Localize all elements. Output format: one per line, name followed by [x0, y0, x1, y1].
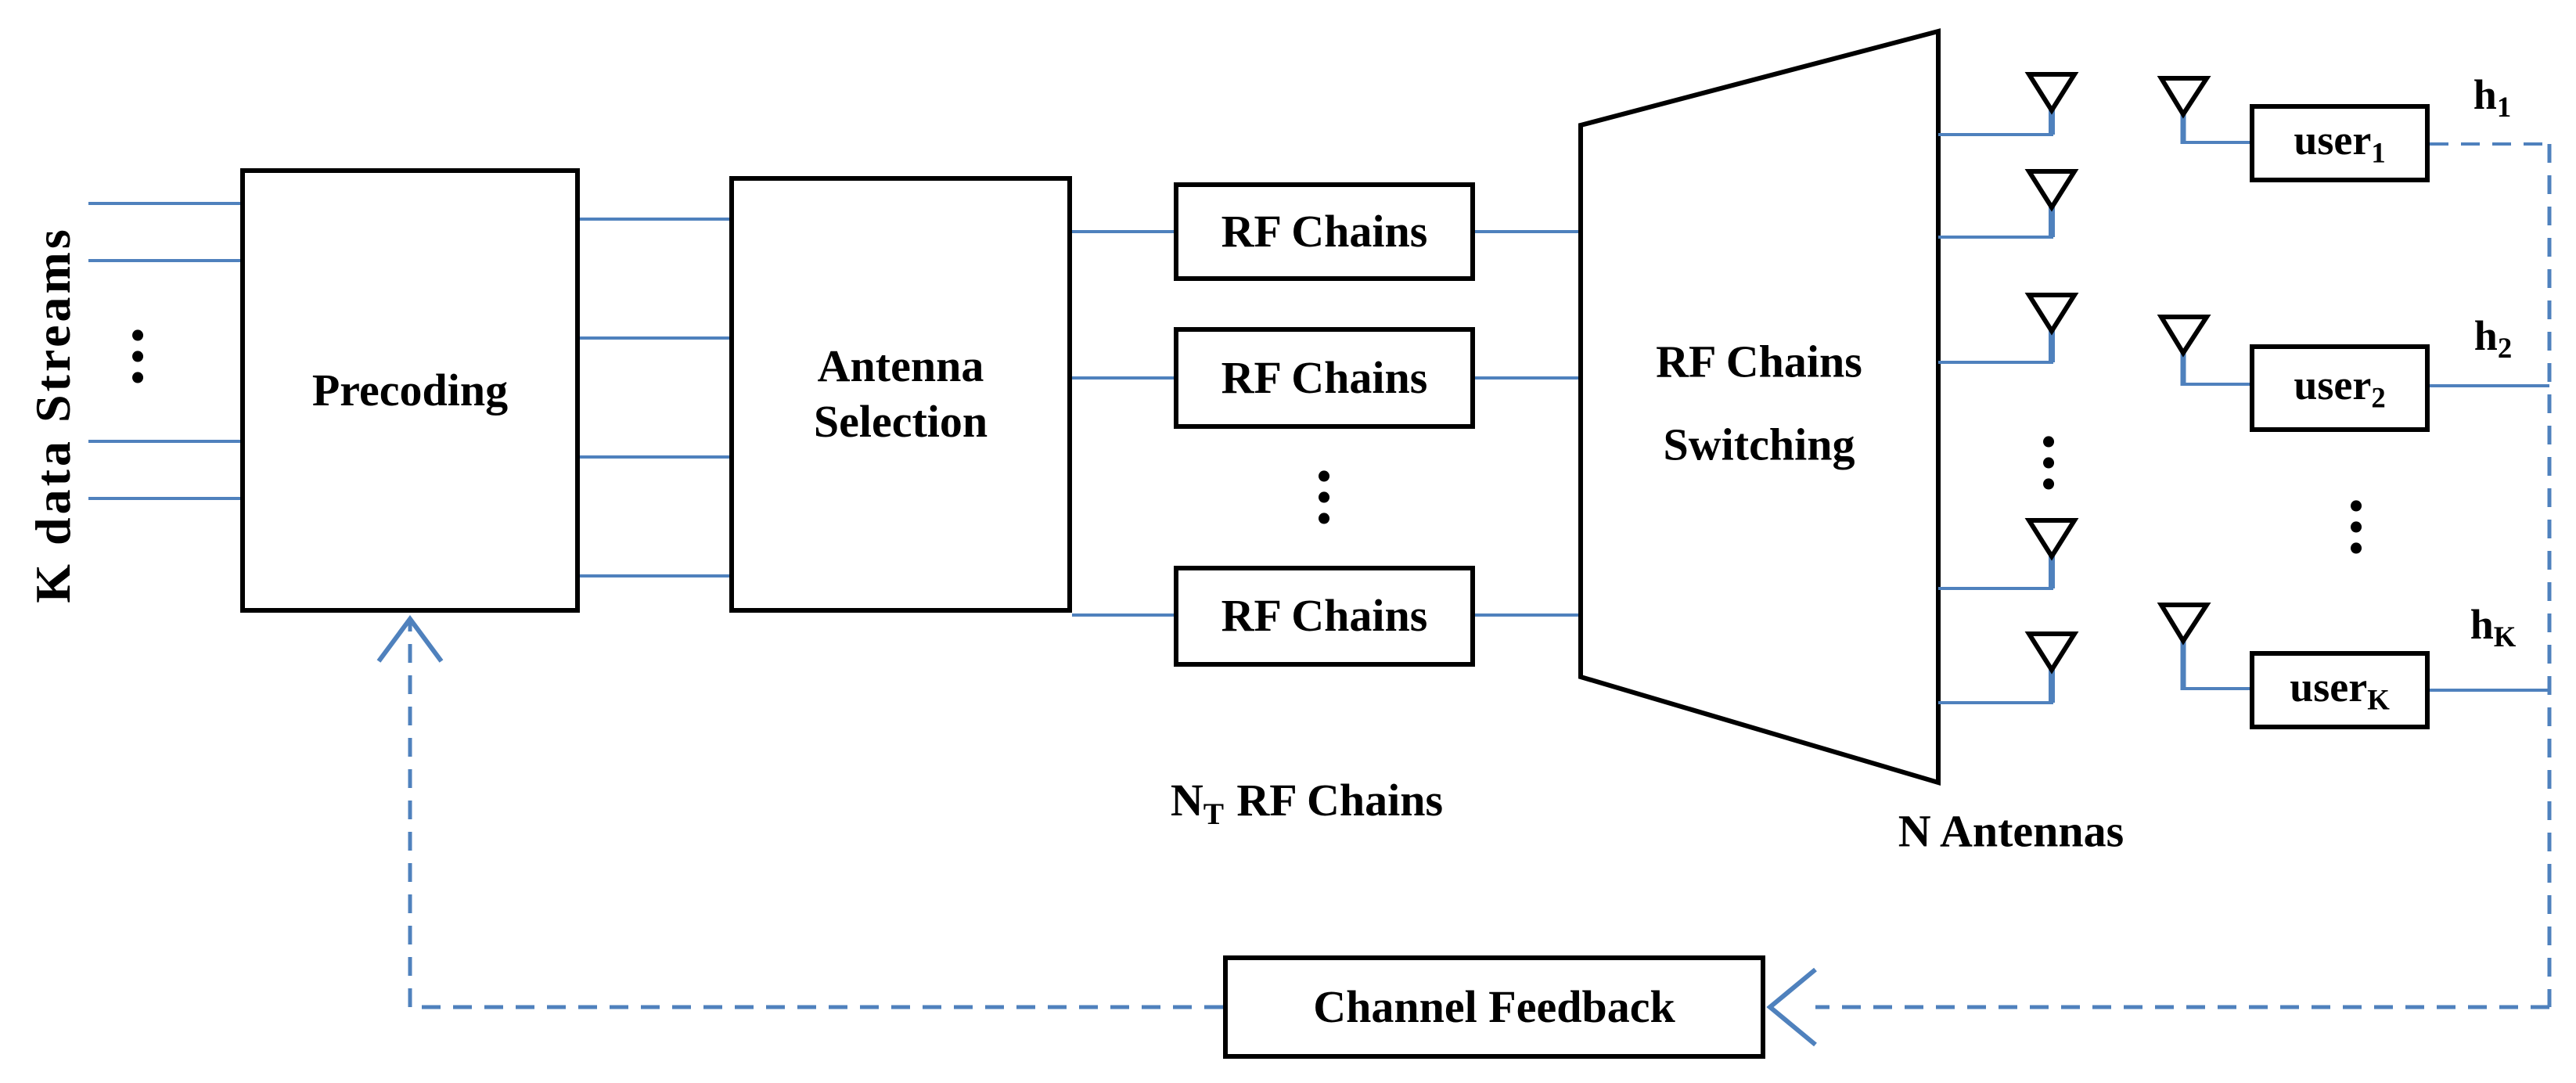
user1-block: user1 [2250, 104, 2430, 182]
user-antenna-icon-3 [2157, 603, 2250, 690]
user1-label: user1 [2294, 117, 2386, 169]
user2-label: user2 [2294, 362, 2386, 414]
antennas-ellipsis: • • • [2038, 425, 2059, 504]
n-antennas-caption: N Antennas [1898, 805, 2124, 857]
tx-antenna-icon-2 [2024, 169, 2079, 237]
tx-antenna-icon-5 [2024, 631, 2079, 703]
rf-chain-label-2: RF Chains [1221, 351, 1428, 403]
rf-chain-label-1: RF Chains [1221, 205, 1428, 257]
tx-antenna-icon-3 [2024, 293, 2079, 362]
rf-chain-block-3: RF Chains [1174, 566, 1475, 667]
users-ellipsis: • • • [2346, 489, 2366, 568]
tx-antenna-icon-1 [2024, 72, 2079, 135]
h2-channel-label: h2 [2473, 311, 2513, 365]
tx-antenna-icon-4 [2024, 518, 2079, 588]
hK-channel-label: hK [2470, 600, 2517, 653]
nt-rf-chains-caption: NT RF Chains [1171, 774, 1443, 832]
antenna-selection-label-line1: Antenna [817, 340, 984, 392]
feedback-arrowhead-into-precoding [376, 614, 444, 663]
h1-channel-label: h1 [2473, 70, 2512, 124]
user2-block: user2 [2250, 344, 2430, 432]
precoding-label: Precoding [311, 364, 509, 416]
k-data-streams-label: K data Streams [25, 226, 81, 603]
nt-base: N [1170, 774, 1203, 826]
rf-chains-ellipsis: • • • [1314, 459, 1334, 538]
nt-subscript: T [1203, 797, 1225, 832]
precoding-block: Precoding [240, 168, 580, 613]
rf-switching-label-line2: Switching [1663, 419, 1855, 470]
user-antenna-icon-2 [2157, 315, 2250, 386]
user-antenna-icon-1 [2157, 76, 2250, 144]
userK-block: userK [2250, 651, 2430, 729]
rf-chain-label-3: RF Chains [1221, 590, 1428, 642]
rf-switching-trapezoid [1578, 28, 1941, 786]
userK-label: userK [2290, 664, 2390, 716]
rf-chain-block-2: RF Chains [1174, 327, 1475, 429]
antenna-selection-block: Antenna Selection [729, 176, 1072, 613]
rf-chain-block-1: RF Chains [1174, 182, 1475, 281]
antenna-selection-label-line2: Selection [813, 396, 988, 447]
input-streams-ellipsis: • • • [128, 318, 148, 398]
channel-feedback-block: Channel Feedback [1223, 955, 1765, 1059]
channel-feedback-label: Channel Feedback [1313, 980, 1675, 1032]
feedback-arrowhead-into-channel-feedback [1766, 967, 1817, 1047]
rf-switching-label-line1: RF Chains [1656, 336, 1862, 387]
nt-rest: RF Chains [1236, 774, 1444, 826]
